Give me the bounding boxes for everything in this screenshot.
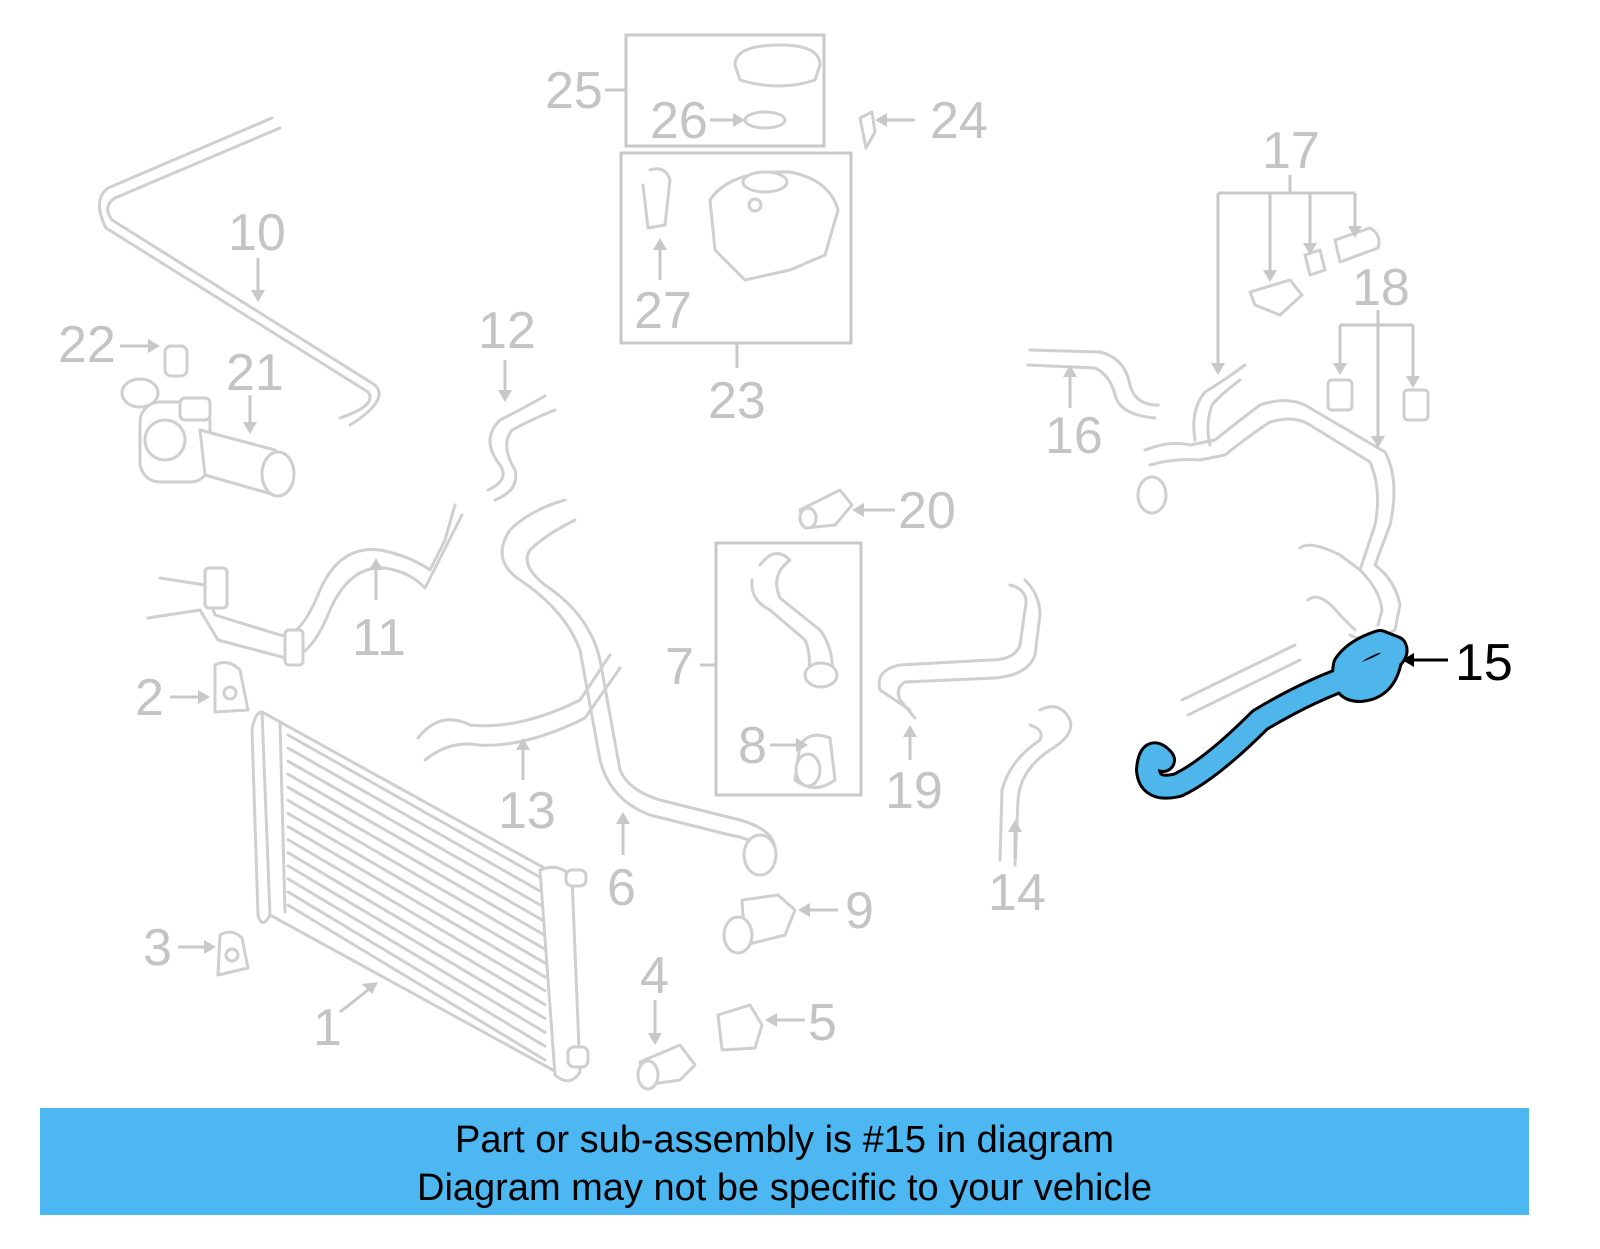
radiator-fin [286,864,547,1020]
callout-25: 25 [545,62,603,120]
hose-assembly-right [1136,363,1402,717]
callout-6: 6 [607,859,636,917]
part-6-hose [500,498,778,877]
callout-27: 27 [634,282,692,340]
part-20-fitting [798,488,854,530]
leader-lines [120,88,1448,1045]
callout-21: 21 [226,344,284,402]
radiator-fin [286,903,547,1062]
part-9-fitting [722,893,797,955]
part-24-bolt [858,110,877,150]
callout-5: 5 [808,994,837,1052]
part-7-box [714,541,863,797]
callout-1: 1 [313,999,342,1057]
callout-10: 10 [228,204,286,262]
part-17-fittings [1248,226,1381,317]
radiator-fin [286,759,547,910]
part-16-hose [1026,348,1160,420]
callout-4: 4 [640,947,669,1005]
radiator-fin [286,825,547,979]
radiator-fin [286,838,547,993]
part-21-thermostat-housing [120,377,296,498]
part-25-box [624,33,826,148]
part-15-hose-highlighted [1135,629,1409,800]
info-banner: Part or sub-assembly is #15 in diagram D… [40,1108,1529,1215]
callout-23: 23 [708,372,766,430]
banner-line-1: Part or sub-assembly is #15 in diagram [455,1119,1114,1161]
callout-12: 12 [478,302,536,360]
callout-17: 17 [1262,122,1320,180]
part-1-radiator [250,710,590,1083]
part-4-sensor [636,1043,697,1091]
part-22-clip [163,344,189,378]
part-3-bracket [216,930,250,977]
part-11-pipe [146,503,464,667]
radiator-fin [286,746,547,896]
callout-24: 24 [930,92,988,150]
radiator-fin [286,772,547,924]
part-19-hose [877,578,1042,720]
callout-3: 3 [143,919,172,977]
callout-19: 19 [885,762,943,820]
callout-8: 8 [738,717,767,775]
callout-16: 16 [1045,407,1103,465]
callout-7: 7 [665,638,694,696]
part-12-hose [486,394,557,502]
callout-15: 15 [1455,634,1513,692]
callout-26: 26 [650,92,708,150]
part-14-hose [998,705,1073,867]
radiator-fin [286,877,547,1034]
part-10-pipe [98,116,381,427]
radiator-fin [286,785,547,937]
callout-14: 14 [988,864,1046,922]
callout-20: 20 [898,482,956,540]
callout-numbers: 10 22 21 12 11 2 3 1 13 6 27 26 25 23 24… [58,62,1513,1057]
radiator-fin [286,890,547,1048]
part-5-connector [716,1003,764,1052]
callout-9: 9 [845,882,874,940]
callout-22: 22 [58,316,116,374]
part-18-clips [1326,378,1430,422]
part-2-bracket [213,660,250,714]
callout-2: 2 [135,669,164,727]
radiator-fin [286,733,547,882]
part-23-box [619,151,853,345]
callout-13: 13 [498,782,556,840]
radiator-fin [286,811,547,965]
banner-line-2: Diagram may not be specific to your vehi… [417,1167,1152,1209]
radiator-fin [286,798,547,951]
radiator-fin [286,851,547,1007]
callout-18: 18 [1352,259,1410,317]
part-13-pipe [416,653,622,762]
callout-11: 11 [352,609,406,667]
